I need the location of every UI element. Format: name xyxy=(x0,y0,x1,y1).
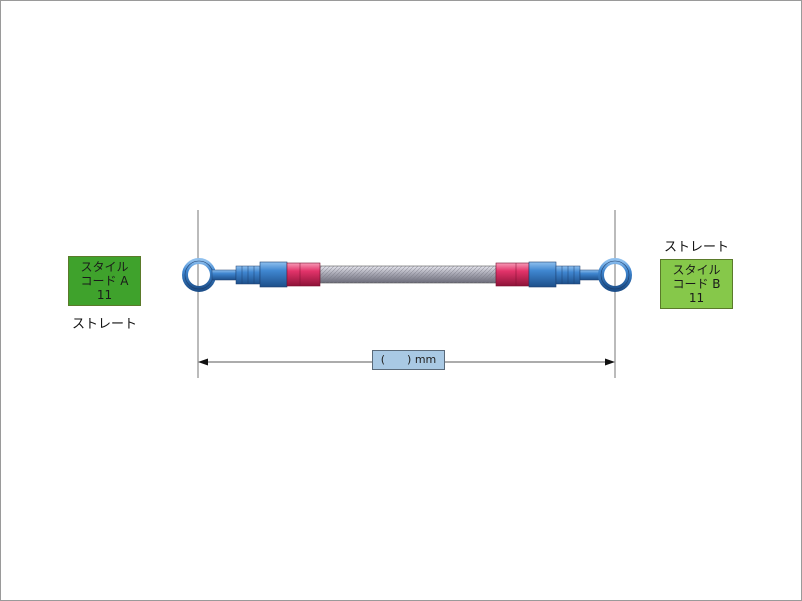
right-end-type-label: ストレート xyxy=(664,240,730,255)
style-code-b-line2: コード B xyxy=(672,277,721,291)
style-code-a-line1: スタイル xyxy=(80,260,129,274)
style-code-b-line1: スタイル xyxy=(672,263,721,277)
braided-hose xyxy=(319,265,497,284)
right-hose-end-collar xyxy=(495,262,530,287)
style-code-a-value: 11 xyxy=(96,288,113,302)
left-arrow-icon xyxy=(198,358,208,366)
right-arrow-icon xyxy=(605,358,615,366)
style-code-b-box: スタイル コード B 11 xyxy=(660,259,733,309)
left-banjo-fitting xyxy=(182,258,288,292)
style-code-a-box: スタイル コード A 11 xyxy=(68,256,141,306)
style-code-b-value: 11 xyxy=(688,291,705,305)
style-code-a-line2: コード A xyxy=(80,274,129,288)
length-mm-field[interactable]: ( ) mm xyxy=(372,350,445,370)
left-hose-end-collar xyxy=(286,262,321,287)
right-banjo-fitting xyxy=(528,258,632,292)
left-end-type-label: ストレート xyxy=(72,317,138,332)
